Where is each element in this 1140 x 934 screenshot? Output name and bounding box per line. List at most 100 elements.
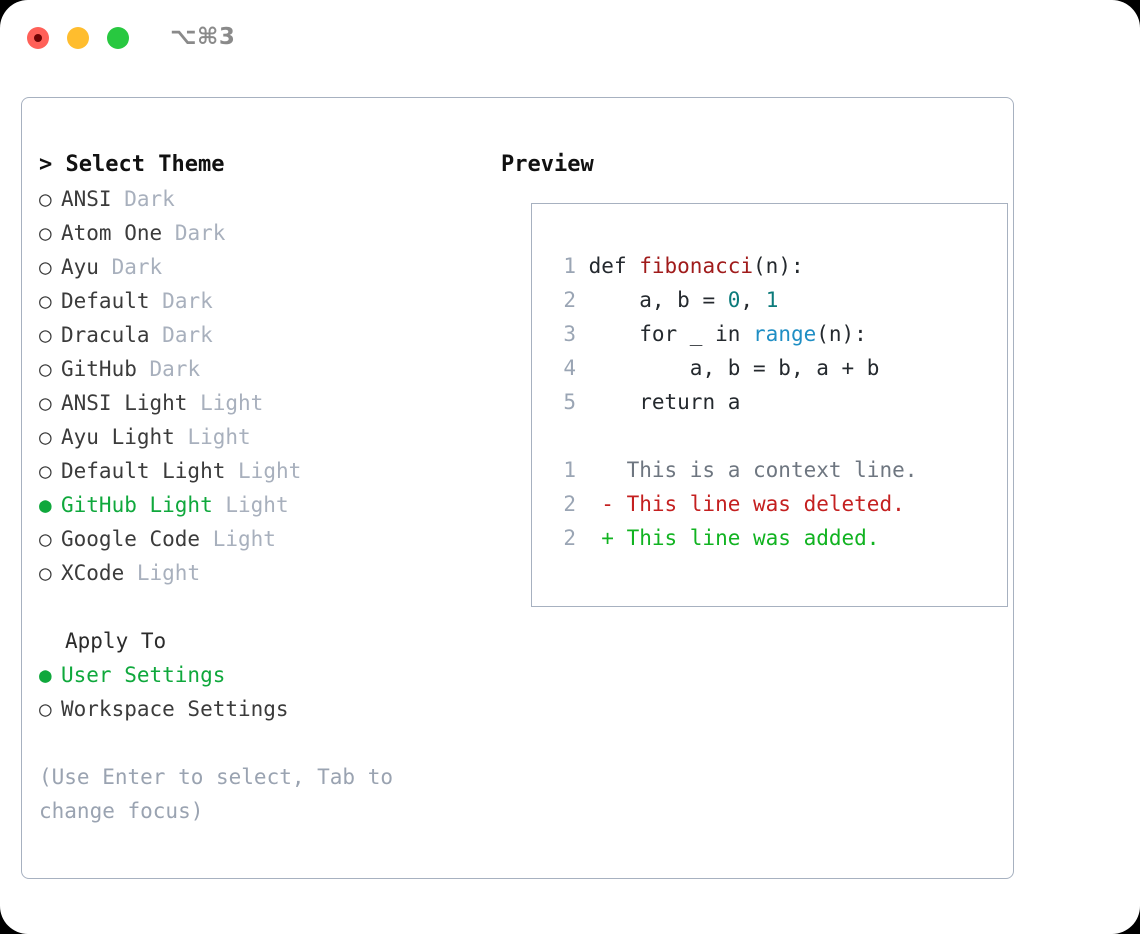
code-preview: 1 def fibonacci(n): 2 a, b = 0, 1 3 for _ … [550, 249, 879, 419]
preview-box: 1 def fibonacci(n): 2 a, b = 0, 1 3 for _ … [531, 203, 1008, 607]
radio-unselected-icon: ○ [39, 697, 52, 721]
radio-unselected-icon: ○ [39, 561, 52, 585]
spacer [200, 527, 213, 551]
apply-to-header: Apply To [65, 629, 167, 653]
theme-option-label: Dracula [61, 323, 150, 347]
zoom-window-button[interactable] [107, 27, 129, 49]
keyboard-shortcut-label: ⌥⌘3 [170, 24, 236, 50]
code-token-num: 1 [765, 288, 779, 312]
theme-option-label: Ayu Light [61, 425, 175, 449]
theme-option-dracula[interactable]: ○Dracula Dark [39, 318, 484, 352]
theme-variant-badge: Light [200, 391, 264, 415]
theme-option-github-light[interactable]: ●GitHub Light Light [39, 488, 484, 522]
spacer [175, 425, 188, 449]
theme-option-atom-one[interactable]: ○Atom One Dark [39, 216, 484, 250]
spacer [187, 391, 200, 415]
diff-line-added: 2 + This line was added. [550, 521, 917, 555]
diff-sign: + [576, 526, 627, 550]
line-number: 1 [563, 458, 576, 482]
section-title-text: Select Theme [65, 152, 225, 177]
line-number: 5 [563, 390, 576, 414]
window-controls [27, 27, 129, 49]
minimize-window-button[interactable] [67, 27, 89, 49]
gutter-gap [576, 390, 589, 414]
code-token-plain: def [588, 254, 640, 278]
theme-variant-badge: Light [212, 527, 276, 551]
spacer [124, 561, 137, 585]
main-panel: > Select Theme ○ANSI Dark○Atom One Dark○… [21, 97, 1014, 879]
code-token-num: 0 [727, 288, 741, 312]
spacer [213, 493, 226, 517]
radio-unselected-icon: ○ [39, 289, 52, 313]
theme-variant-badge: Dark [149, 357, 201, 381]
theme-option-default[interactable]: ○ Default Dark [39, 284, 484, 318]
line-number: 1 [563, 254, 576, 278]
theme-option-github[interactable]: ○GitHub Dark [39, 352, 484, 386]
apply-to-option-user-settings[interactable]: ● User Settings [39, 658, 484, 692]
radio-unselected-icon: ○ [39, 323, 52, 347]
theme-option-label: Default [61, 289, 150, 313]
theme-option-label: ANSI [61, 187, 112, 211]
apply-to-option-workspace-settings[interactable]: ○ Workspace Settings [39, 692, 484, 726]
code-token-plain: a, b = [588, 288, 728, 312]
diff-text: This line was deleted. [626, 492, 905, 516]
radio-unselected-icon: ○ [39, 221, 52, 245]
caret-icon: > [39, 152, 53, 177]
keyboard-hint-text: (Use Enter to select, Tab to change focu… [39, 765, 406, 823]
apply-to-option-label: Workspace Settings [61, 697, 289, 721]
theme-option-label: Ayu [61, 255, 99, 279]
code-token-plain: , [740, 288, 766, 312]
line-number: 2 [563, 288, 576, 312]
code-line: 1 def fibonacci(n): [550, 249, 879, 283]
spacer [39, 726, 484, 760]
line-number: 2 [563, 492, 576, 516]
diff-text: This is a context line. [626, 458, 918, 482]
spacer [225, 459, 238, 483]
title-bar: ⌥⌘3 [0, 0, 1140, 76]
theme-variant-badge: Dark [111, 255, 163, 279]
gutter-gap [576, 254, 589, 278]
theme-variant-badge: Light [187, 425, 251, 449]
apply-to-option-label: User Settings [61, 663, 226, 687]
line-number: 2 [563, 526, 576, 550]
diff-preview: 1 This is a context line. 2 - This line w… [550, 453, 917, 555]
theme-option-ayu-light[interactable]: ○ Ayu Light Light [39, 420, 484, 454]
theme-option-ayu[interactable]: ○ Ayu Dark [39, 250, 484, 284]
preview-header: Preview [501, 152, 594, 177]
radio-unselected-icon: ○ [39, 425, 52, 449]
theme-variant-badge: Light [238, 459, 302, 483]
code-token-plain: for _ in [588, 322, 754, 346]
theme-option-ansi-light[interactable]: ○ ANSI Light Light [39, 386, 484, 420]
select-theme-header: > Select Theme [39, 148, 484, 182]
close-window-button[interactable] [27, 27, 49, 49]
code-token-call: range [753, 322, 817, 346]
spacer [162, 221, 175, 245]
theme-variant-badge: Light [136, 561, 201, 585]
radio-unselected-icon: ○ [39, 187, 52, 211]
radio-unselected-icon: ○ [39, 255, 52, 279]
theme-option-default-light[interactable]: ○Default Light Light [39, 454, 484, 488]
theme-variant-badge: Dark [124, 187, 175, 211]
theme-option-label: Atom One [61, 221, 163, 245]
theme-variant-badge: Light [225, 493, 289, 517]
theme-option-label: XCode [61, 561, 125, 585]
theme-option-google-code[interactable]: ○Google Code Light [39, 522, 484, 556]
line-number: 3 [563, 322, 576, 346]
radio-unselected-icon: ○ [39, 391, 52, 415]
radio-selected-icon: ● [39, 663, 52, 687]
radio-unselected-icon: ○ [39, 459, 52, 483]
theme-option-xcode[interactable]: ○ XCode Light [39, 556, 484, 590]
theme-option-label: GitHub [61, 357, 137, 381]
line-number: 4 [563, 356, 576, 380]
theme-variant-badge: Dark [162, 289, 213, 313]
diff-line-content: - This line was deleted. [576, 492, 905, 516]
code-line: 3 for _ in range(n): [550, 317, 879, 351]
theme-option-label: ANSI Light [61, 391, 188, 415]
theme-selector-column: > Select Theme ○ANSI Dark○Atom One Dark○… [39, 148, 484, 828]
spacer [150, 323, 163, 347]
spacer [99, 255, 112, 279]
theme-option-ansi[interactable]: ○ ANSI Dark [39, 182, 484, 216]
spacer [39, 590, 484, 624]
radio-unselected-icon: ○ [39, 527, 52, 551]
